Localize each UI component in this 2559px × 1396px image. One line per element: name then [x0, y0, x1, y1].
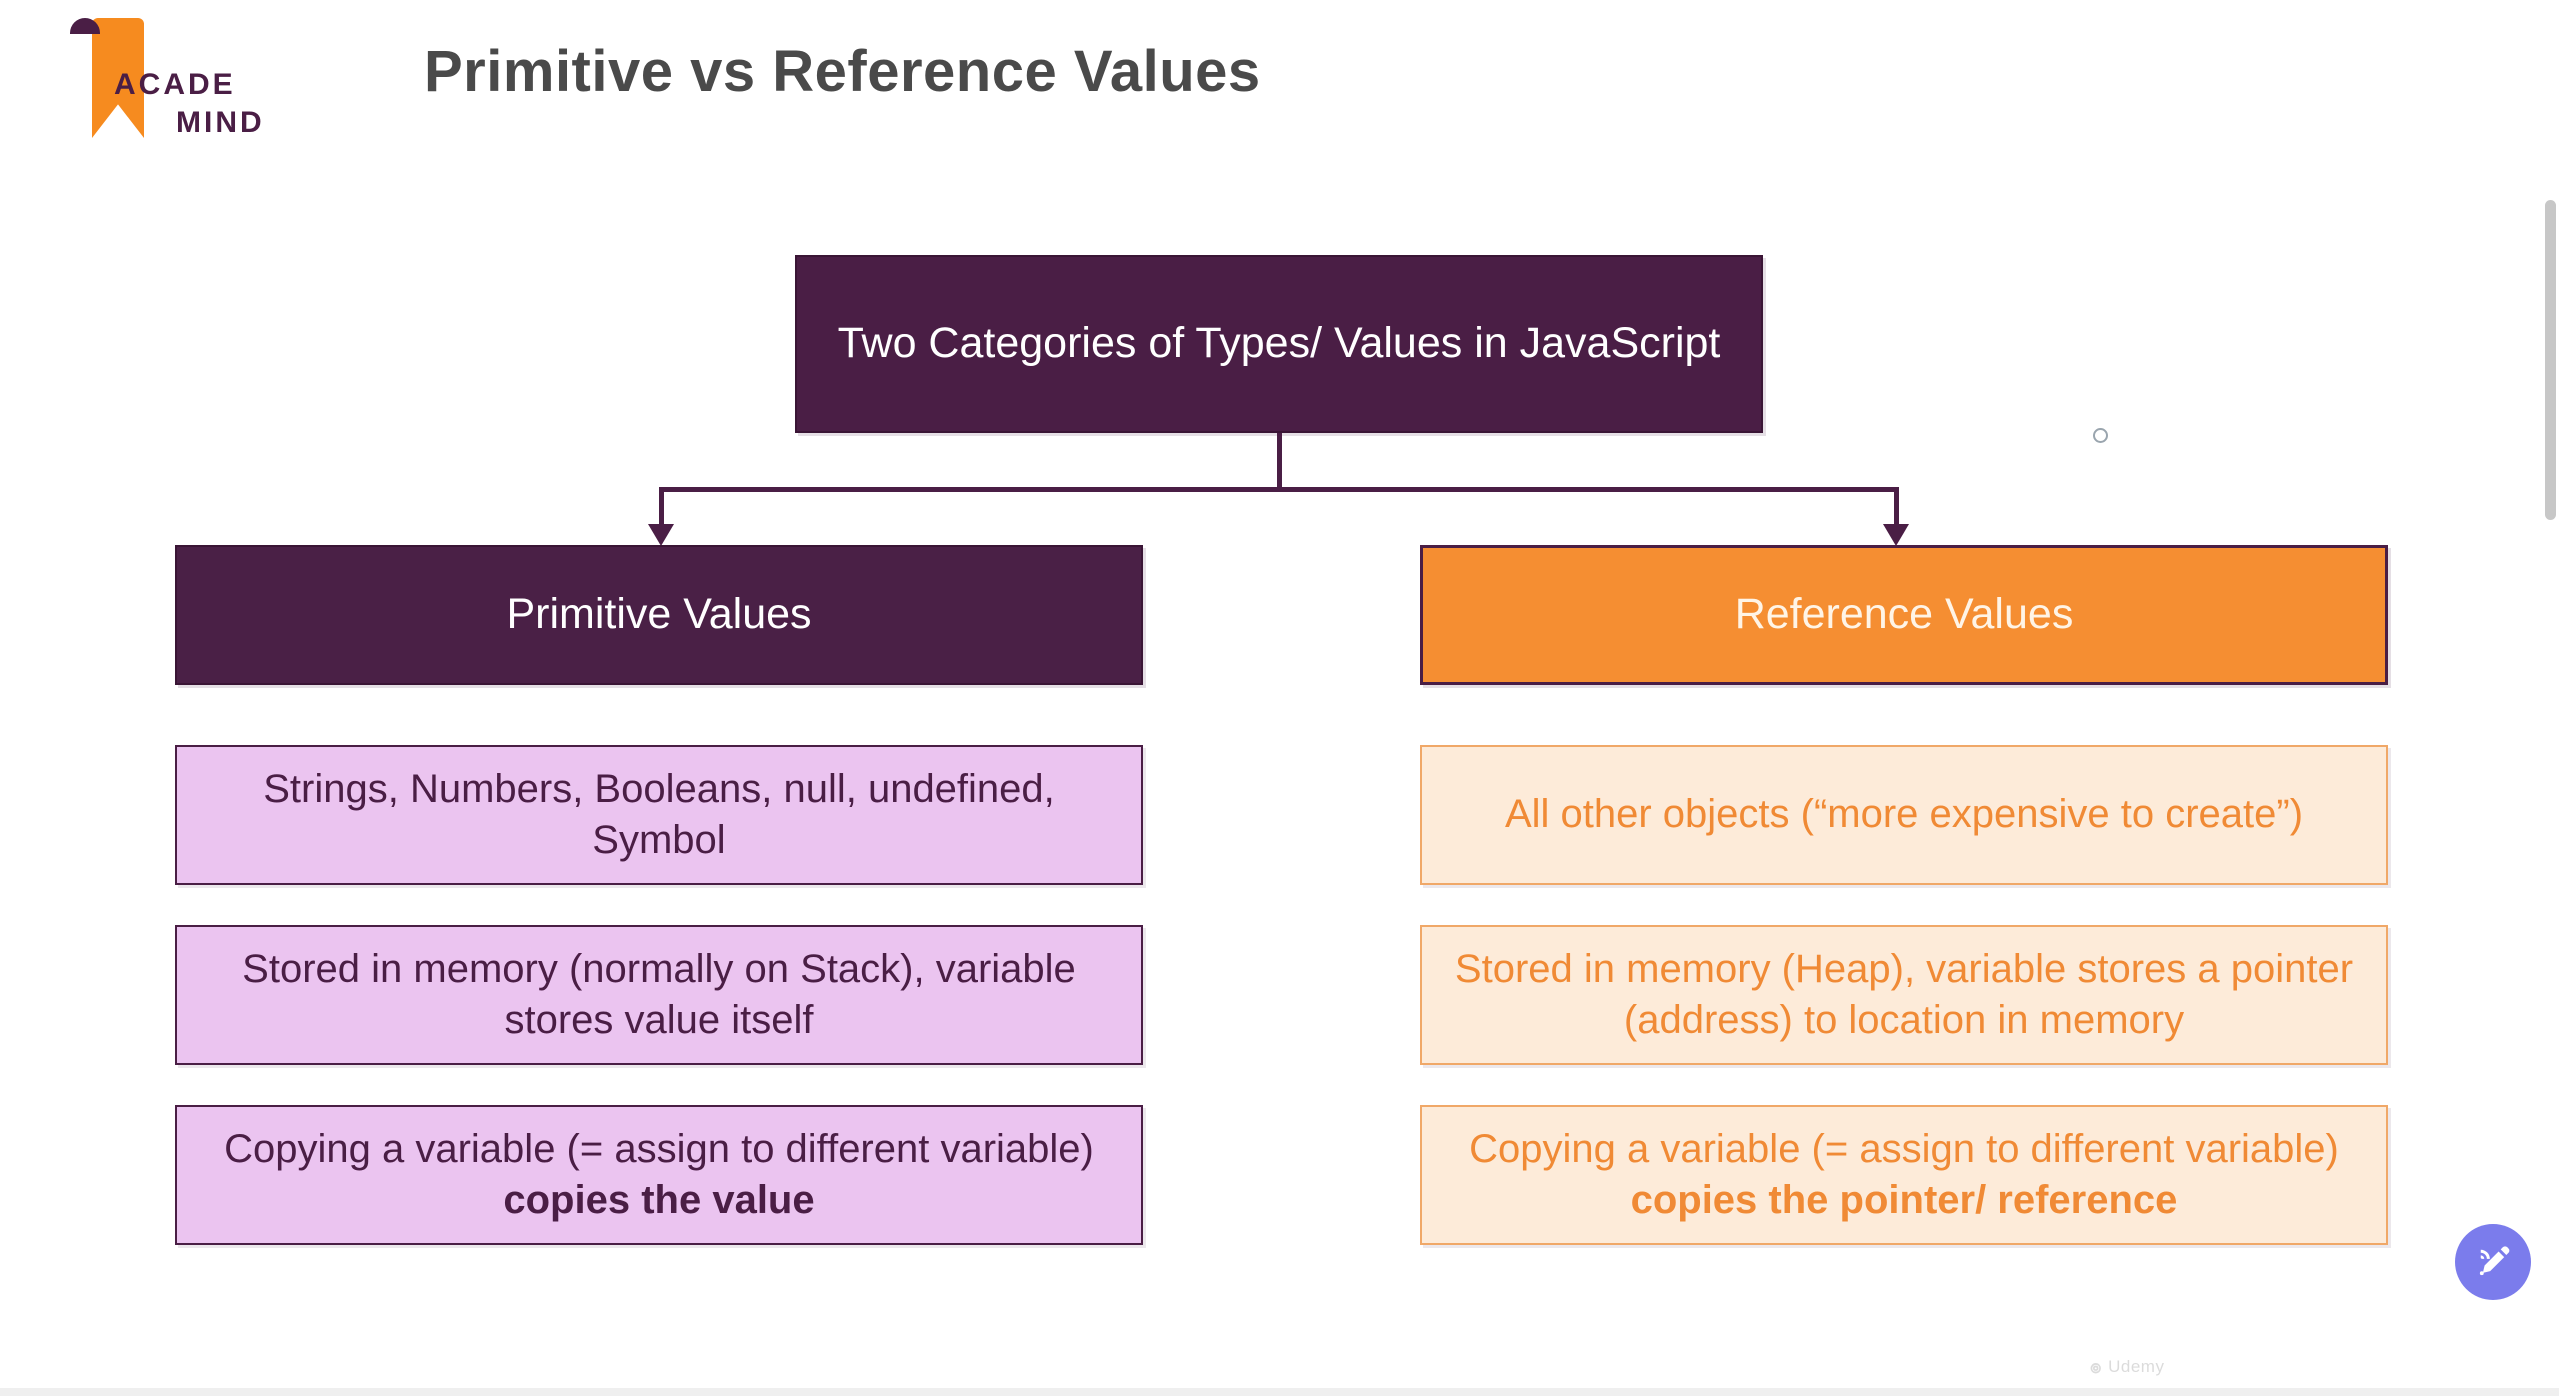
connector-vertical-right — [1894, 487, 1899, 527]
page-scrollbar[interactable] — [2543, 0, 2559, 1396]
primitive-item-1-text: Strings, Numbers, Booleans, null, undefi… — [263, 766, 1055, 862]
arrowhead-right-icon — [1883, 524, 1909, 546]
reference-item-1: All other objects (“more expensive to cr… — [1420, 745, 2388, 885]
logo-wordmark-line1: ACADE — [114, 68, 236, 101]
connector-vertical-root — [1277, 433, 1282, 487]
reference-item-3: Copying a variable (= assign to differen… — [1420, 1105, 2388, 1245]
logo-mark-icon — [70, 12, 150, 142]
pencil-annotate-icon — [2479, 1246, 2510, 1276]
primitive-item-3-text: Copying a variable (= assign to differen… — [203, 1124, 1115, 1226]
connector-vertical-left — [659, 487, 664, 527]
annotate-button[interactable] — [2455, 1224, 2531, 1300]
udemy-watermark: ๏ Udemy — [2090, 1352, 2164, 1382]
reference-item-3-bold: copies the pointer/ reference — [1630, 1178, 2178, 1222]
logo-wordmark-line2: MIND — [176, 105, 265, 139]
primitive-item-3-normal: Copying a variable (= assign to differen… — [224, 1126, 1094, 1171]
logo-dot-shape — [70, 18, 100, 34]
category-header-reference: Reference Values — [1420, 545, 2388, 685]
root-node-two-categories: Two Categories of Types/ Values in JavaS… — [795, 255, 1763, 433]
udemy-watermark-text: Udemy — [2108, 1357, 2165, 1376]
academind-logo: ACADE MIND — [62, 8, 322, 168]
primitive-item-3: Copying a variable (= assign to differen… — [175, 1105, 1143, 1245]
page-title: Primitive vs Reference Values — [424, 39, 1261, 104]
cursor-ring-indicator — [2093, 428, 2108, 443]
bottom-strip — [0, 1388, 2559, 1396]
udemy-watermark-mark: ๏ — [2090, 1357, 2103, 1378]
reference-item-3-text: Copying a variable (= assign to differen… — [1448, 1124, 2360, 1226]
logo-wordmark: ACADE MIND — [114, 66, 265, 141]
primitive-item-2-text: Stored in memory (normally on Stack), va… — [242, 946, 1076, 1042]
category-header-primitive: Primitive Values — [175, 545, 1143, 685]
reference-item-2-text: Stored in memory (Heap), variable stores… — [1454, 946, 2354, 1042]
primitive-item-3-bold: copies the value — [503, 1178, 815, 1222]
primitive-item-2: Stored in memory (normally on Stack), va… — [175, 925, 1143, 1065]
reference-item-3-normal: Copying a variable (= assign to differen… — [1469, 1126, 2339, 1171]
reference-item-1-text: All other objects (“more expensive to cr… — [1504, 792, 2304, 837]
reference-item-2: Stored in memory (Heap), variable stores… — [1420, 925, 2388, 1065]
page-scrollbar-thumb[interactable] — [2545, 200, 2556, 520]
arrowhead-left-icon — [648, 524, 674, 546]
connector-horizontal-branch — [659, 487, 1899, 492]
primitive-item-1: Strings, Numbers, Booleans, null, undefi… — [175, 745, 1143, 885]
